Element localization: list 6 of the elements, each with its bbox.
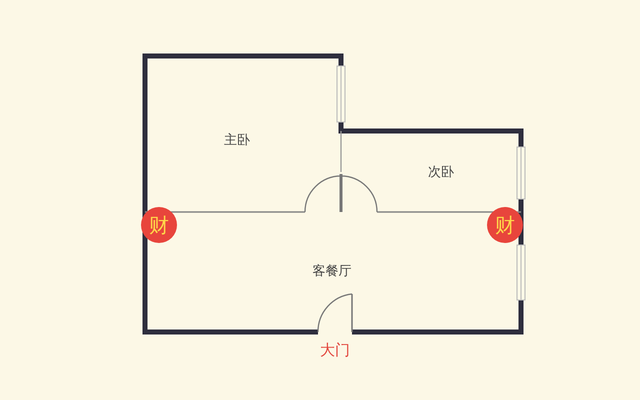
wealth-marker: 财 [141,207,177,243]
room-label: 客餐厅 [312,264,352,280]
wealth-marker: 财 [487,207,523,243]
room-label: 次卧 [428,165,454,181]
room-label: 主卧 [224,133,250,149]
door-label: 大门 [320,342,350,358]
